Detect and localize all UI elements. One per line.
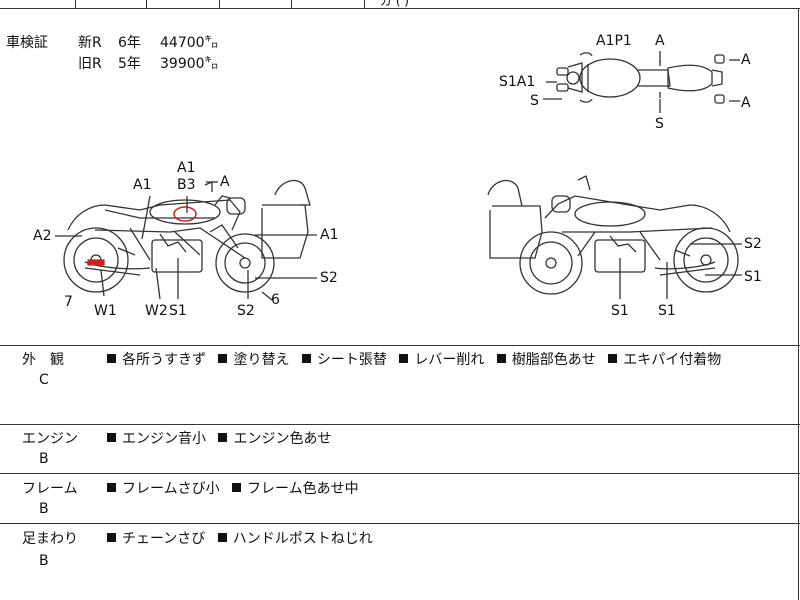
label-right-s1-bottom-right: S1 — [658, 303, 676, 319]
condition-item: チェーンさび — [122, 531, 206, 547]
bullet-icon — [301, 354, 311, 363]
top-cell-divider — [75, 0, 76, 8]
condition-item: シート張替 — [316, 352, 387, 368]
bullet-icon — [399, 354, 409, 363]
condition-item: 塗り替え — [233, 352, 290, 368]
top-cell-divider — [364, 0, 365, 8]
label-top-a-upper-right: A — [741, 52, 751, 68]
label-left-a: A — [220, 174, 230, 190]
condition-item: フレームさび小 — [122, 481, 220, 497]
label-right-s1-right: S1 — [744, 269, 762, 285]
bullet-icon — [608, 354, 618, 363]
section-items-engine: エンジン音小 エンジン色あせ — [107, 428, 339, 448]
condition-item: レバー削れ — [414, 352, 485, 368]
registration-new-type: 新R — [78, 35, 102, 51]
condition-item: フレーム色あせ中 — [247, 481, 359, 497]
section-grade-frame: B — [39, 501, 49, 517]
bullet-icon — [217, 533, 227, 542]
condition-item: 各所うすきず — [122, 352, 206, 368]
section-title-engine: エンジン — [22, 431, 78, 447]
registration-old-type: 旧R — [78, 56, 102, 72]
motorcycle-diagrams — [55, 51, 742, 301]
top-border — [0, 8, 800, 9]
label-top-a-front: A — [655, 33, 665, 49]
section-title-exterior: 外 観 — [22, 352, 64, 368]
label-left-a1-tank: A1 — [133, 177, 152, 193]
section-items-suspension: チェーンさび ハンドルポストねじれ — [107, 528, 381, 548]
label-left-a2: A2 — [33, 228, 52, 244]
label-left-7: 7 — [64, 294, 73, 310]
section-items-frame: フレームさび小 フレーム色あせ中 — [107, 478, 367, 498]
condition-item: エンジン色あせ — [233, 431, 332, 447]
registration-old-price: 39900㌔ — [160, 56, 219, 72]
section-title-suspension: 足まわり — [22, 531, 78, 547]
registration-label: 車検証 — [6, 35, 48, 51]
label-left-s2-right: S2 — [320, 270, 338, 286]
label-left-s2-bottom: S2 — [237, 303, 255, 319]
label-top-a-lower-right: A — [741, 95, 751, 111]
condition-item: エンジン音小 — [122, 431, 206, 447]
label-top-a1p1: A1P1 — [596, 33, 632, 49]
top-row-fragment: ガ ( ) — [380, 0, 409, 8]
bullet-icon — [218, 433, 228, 442]
bullet-icon — [107, 533, 116, 542]
condition-item: エキパイ付着物 — [623, 352, 722, 368]
section-grade-engine: B — [39, 451, 49, 467]
section-grade-exterior: C — [39, 372, 49, 388]
label-top-s-left: S — [530, 93, 539, 109]
bullet-icon — [107, 483, 116, 492]
label-left-a1-right: A1 — [320, 227, 339, 243]
bullet-icon — [232, 483, 242, 492]
label-top-s1a1: S1A1 — [499, 74, 536, 90]
top-cell-divider — [219, 0, 220, 8]
label-left-6: 6 — [271, 292, 280, 308]
section-items-exterior: 各所うすきず 塗り替え シート張替 レバー削れ 樹脂部色あせ エキパイ付着物 — [107, 349, 729, 369]
right-side-motorcycle-icon — [487, 175, 739, 295]
bullet-icon — [218, 354, 228, 363]
label-right-s1-bottom-left: S1 — [611, 303, 629, 319]
registration-old-years: 5年 — [118, 56, 141, 72]
left-side-motorcycle-icon — [63, 179, 311, 293]
right-border — [798, 8, 799, 600]
section-divider — [0, 345, 800, 346]
section-divider — [0, 473, 800, 474]
top-view-motorcycle-icon — [556, 52, 725, 104]
label-top-s-bottom: S — [655, 116, 664, 132]
condition-item: 樹脂部色あせ — [511, 352, 596, 368]
label-left-w1: W1 — [94, 303, 117, 319]
section-divider — [0, 424, 800, 425]
bullet-icon — [107, 354, 116, 363]
label-left-w2: W2 — [145, 303, 168, 319]
section-title-frame: フレーム — [22, 481, 78, 497]
bullet-icon — [496, 354, 506, 363]
label-left-s1: S1 — [169, 303, 187, 319]
label-right-s2: S2 — [744, 236, 762, 252]
section-divider — [0, 523, 800, 524]
registration-new-price: 44700㌔ — [160, 35, 219, 51]
label-left-b3: B3 — [177, 177, 196, 193]
bullet-icon — [107, 433, 116, 442]
condition-item: ハンドルポストねじれ — [232, 531, 373, 547]
label-left-a1-upper: A1 — [177, 160, 196, 176]
top-cell-divider — [146, 0, 147, 8]
registration-new-years: 6年 — [118, 35, 141, 51]
top-cell-divider — [291, 0, 292, 8]
section-grade-suspension: B — [39, 553, 49, 569]
